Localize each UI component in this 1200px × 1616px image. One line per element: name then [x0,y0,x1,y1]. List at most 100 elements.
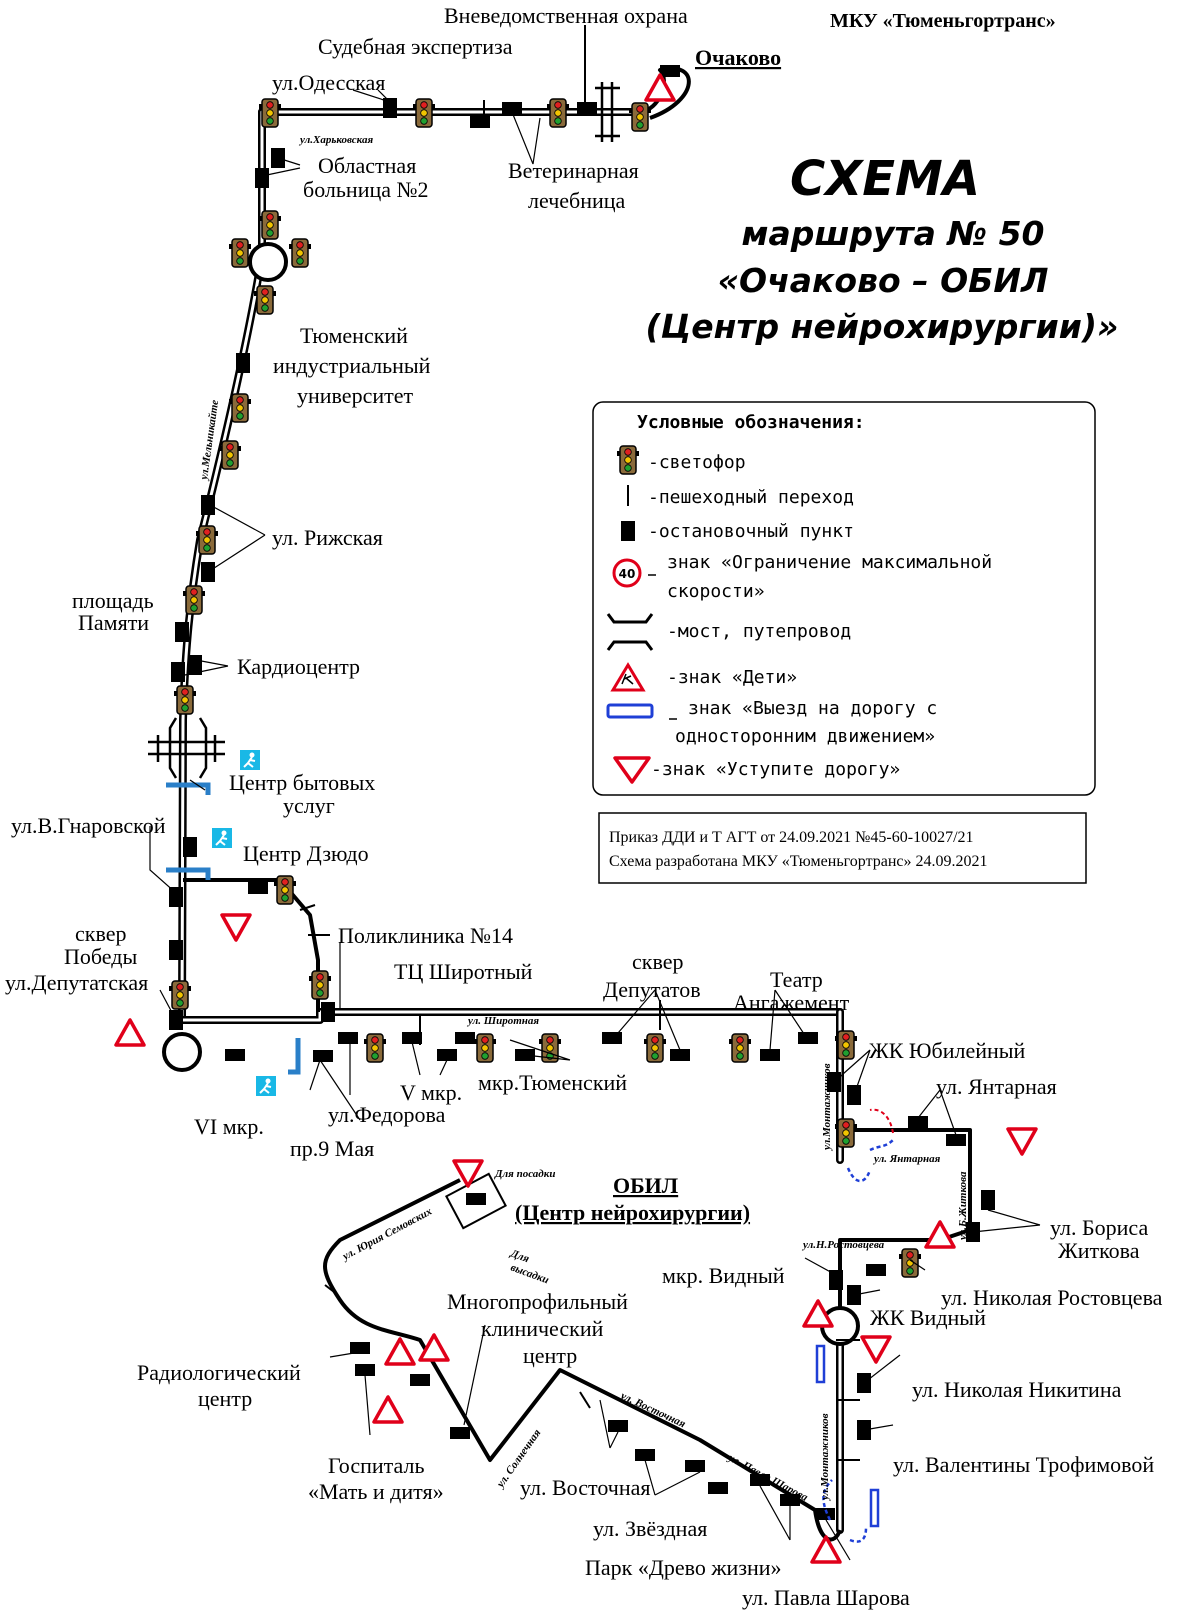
bus-stop-icon [577,102,597,114]
terminal-start: Очаково [695,45,781,70]
bus-stop-icon [175,622,189,642]
legend-box [592,401,1096,796]
legend-item-5: -знак «Дети» [667,667,797,688]
bus-stop-icon [171,662,185,682]
turn-arrow-icon [846,1167,872,1183]
label-oblast-2: больница №2 [303,177,429,202]
traffic-light-icon [273,875,297,905]
bus-stop-icon [450,1427,470,1439]
route-title: СХЕМА маршрута № 50 «Очаково – ОБИЛ (Цен… [646,151,1119,346]
label-teatr-1: Театр [770,967,823,992]
label-jkvid: ЖК Видный [870,1305,986,1330]
traffic-light-icon [173,685,197,715]
turn-arrow-icon [822,1479,833,1521]
street-yantar: ул. Янтарная [872,1153,941,1165]
legend-one-way-exit-icon [606,703,654,719]
label-yantar: ул. Янтарная [936,1074,1057,1099]
label-jkyub: ЖК Юбилейный [869,1038,1026,1063]
traffic-light-icon [473,1033,497,1063]
obil-board-note: Для посадки [494,1168,555,1180]
bus-stop-icon [455,1032,475,1044]
children-crossing-icon [239,749,261,771]
label-plosh-2: Памяти [78,610,149,635]
legend-item-3-line-2: скорости» [667,581,765,602]
label-kardio: Кардиоцентр [237,654,360,679]
traffic-light-icon [308,970,332,1000]
label-skverdep-2: Депутатов [603,977,701,1002]
legend-item-7: -знак «Уступите дорогу» [651,759,900,780]
legend-title: Условные обозначения: [637,412,865,433]
traffic-light-icon [168,980,192,1010]
warning-sign-icon [384,1337,416,1366]
bus-stop-icon [169,887,183,907]
label-zhit-2: Житкова [1058,1238,1140,1263]
label-oblast-1: Областная [318,153,416,178]
bridge-icon [148,717,225,779]
label-zhit-1: ул. Бориса [1050,1215,1148,1240]
label-vi: VI мкр. [194,1114,264,1139]
yield-sign-icon [1006,1127,1038,1156]
label-park: Парк «Древо жизни» [585,1555,782,1580]
traffic-light-icon [898,1248,922,1278]
pedestrian-crossings [299,25,860,1461]
traffic-light-icon [363,1033,387,1063]
obil-alight-note-1: Для [508,1247,531,1265]
turn-arrow-icon [869,1108,894,1134]
legend-item-0: -светофор [648,452,746,473]
bus-stop-icon [201,495,215,515]
traffic-light-icon [728,1033,752,1063]
turn-arrow-icon [849,1527,868,1543]
traffic-light-icon [643,1033,667,1063]
yield-sign-icon [860,1335,892,1364]
label-cbu-2: услуг [283,793,335,818]
title-line-1: СХЕМА [790,151,980,207]
legend-item-2: -остановочный пункт [648,521,854,542]
label-cbu-1: Центр бытовых [229,770,375,795]
terminal-end-1: ОБИЛ [613,1173,679,1198]
traffic-light-icon [628,102,652,132]
traffic-light-icon [546,98,570,128]
bus-stop-icon [815,1508,835,1520]
bus-stop-icon [169,940,183,960]
street-rostovc: ул.Н.Ростовцева [801,1239,885,1251]
stop-labels: Вневедомственная охрана Судебная эксперт… [5,3,1163,1610]
turn-arrow-icon [869,1139,894,1152]
traffic-light-icon [253,285,277,315]
bus-stop-icon [760,1049,780,1061]
bus-stop-icon [338,1032,358,1044]
label-mkc-3: центр [523,1343,577,1368]
bus-stop-icon [313,1050,333,1062]
traffic-light-icon [258,210,282,240]
bus-stop-icon [866,1264,886,1276]
label-gnarov: ул.В.Гнаровской [11,813,166,838]
leader-lines [149,89,1041,1561]
warning-sign-icon [924,1220,956,1249]
legend-item-4: -мост, путепровод [667,621,851,642]
title-line-4: (Центр нейрохирургии)» [646,307,1119,346]
label-polikl: Поликлиника №14 [338,923,513,948]
label-gosp-1: Госпиталь [328,1453,425,1478]
traffic-light-icon [288,238,312,268]
label-skver-2: Победы [64,944,137,969]
legend-speed-limit-icon [612,558,642,588]
street-sharova: ул. Павла Шарова [725,1451,810,1504]
legend-item-1: -пешеходный переход [648,487,854,508]
order-note-line-1: Приказ ДДИ и Т АГТ от 24.09.2021 №45-60-… [609,829,974,846]
street-labels: ул.Харьковская ул.Мельникайте ул. Широтн… [198,134,969,1504]
traffic-light-icon [228,238,252,268]
children-crossing-icon [255,1075,277,1097]
warning-sign-icon [114,1018,146,1047]
roundabout-icon [248,242,288,282]
legend-item-6-line-2: односторонним движением» [675,726,935,747]
legend-stop-icon [621,521,635,541]
terminal-end-2: (Центр нейрохирургии) [515,1200,750,1225]
bus-stop-icon [255,168,269,188]
bus-stop-icon [321,1002,335,1022]
label-mkc-1: Многопрофильный [447,1289,628,1314]
legend: Условные обозначения: -светофор -пешеход… [592,401,1096,796]
label-shirotny: ТЦ Широтный [394,959,533,984]
bus-stop-icon [981,1190,995,1210]
legend-item-6: знак «Выезд на дорогу с [688,698,937,719]
